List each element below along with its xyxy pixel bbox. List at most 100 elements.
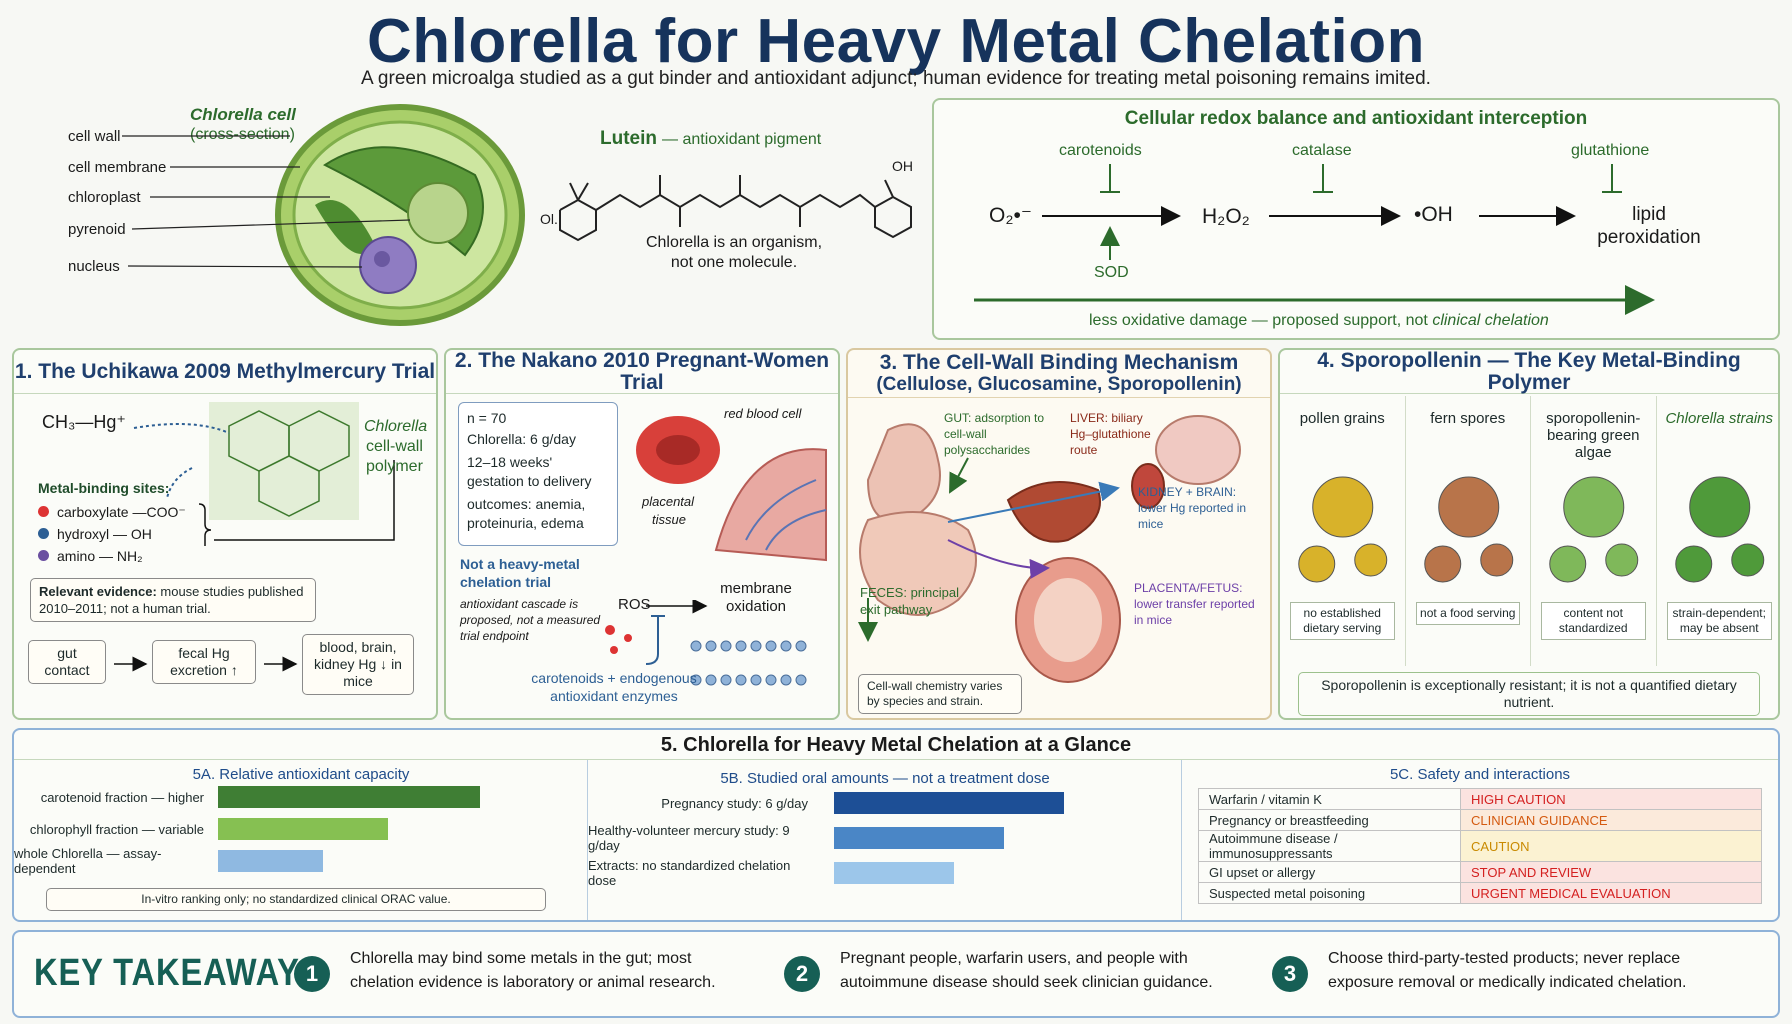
stat-duration: 12–18 weeks' gestation to delivery (467, 454, 592, 489)
spore-illustration-icon (1674, 476, 1764, 583)
species-note: Cell-wall chemistry varies by species an… (858, 674, 1022, 714)
spore-column-1: pollen grains no established dietary serv… (1280, 396, 1406, 666)
key-takeaways-panel: KEY TAKEAWAYS 1 Chlorella may bind some … (12, 930, 1780, 1018)
flow-step-1: gut contact (28, 640, 106, 684)
site-amino: amino — NH₂ (38, 548, 143, 564)
not-chelation-1: Not a heavy-metal (460, 556, 580, 572)
section-5c: 5C. Safety and interactions Warfarin / v… (1182, 760, 1778, 920)
panel-3-title: 3. The Cell-Wall Binding Mechanism(Cellu… (848, 350, 1270, 398)
cell-subtitle: (cross-section) (190, 126, 295, 143)
spore-column-4: Chlorella strains strain-dependent; may b… (1657, 396, 1783, 666)
label-pyrenoid: pyrenoid (68, 221, 126, 238)
safety-item: Warfarin / vitamin K (1198, 788, 1461, 810)
cell-title: Chlorella cell (190, 105, 296, 124)
placenta-fetus-label: PLACENTA/FETUS: lower transfer reported … (1134, 581, 1255, 627)
bar-label: chlorophyll fraction — variable (29, 821, 204, 837)
membrane-label-1: membrane (720, 580, 792, 597)
inhibitor-carotenoids: carotenoids (1059, 142, 1142, 159)
inhibitor-catalase: catalase (1292, 142, 1352, 159)
bar-label: Pregnancy study: 6 g/day (661, 795, 808, 811)
cell-illustration-icon (122, 104, 525, 326)
panel-nakano: 2. The Nakano 2010 Pregnant-Women Trial … (444, 348, 840, 720)
polymer-label-1: Chlorella (364, 418, 428, 435)
takeaway-1-number: 1 (294, 956, 330, 992)
label-cell-membrane: cell membrane (68, 159, 167, 176)
cell-diagram: Chlorella cell (cross-section) cell wall… (0, 95, 560, 345)
site-carboxylate: carboxylate —COO⁻ (38, 504, 186, 521)
spore-illustration-icon (1549, 476, 1639, 583)
redox-arrows-icon (974, 164, 1655, 315)
panel-5-title: 5. Chlorella for Heavy Metal Chelation a… (14, 730, 1778, 760)
ros-membrane-icon (605, 600, 807, 686)
takeaway-2-number: 2 (784, 956, 820, 992)
bar-fill (834, 862, 954, 884)
bar-fill (834, 792, 1064, 814)
trial-stats-box: n = 70 Chlorella: 6 g/day 12–18 weeks' g… (458, 402, 618, 546)
carotenoids-label-1: carotenoids + endogenous (531, 670, 697, 686)
species-hydroxyl-radical: •OH (1414, 203, 1453, 226)
spore-note: content not standardized (1541, 602, 1646, 640)
takeaway-1-line-1: Chlorella may bind some metals in the gu… (350, 950, 692, 967)
lutein-oh-label: OH (892, 158, 913, 174)
bar-fill (834, 827, 1005, 849)
spore-name: fern spores (1430, 410, 1506, 427)
redox-title: Cellular redox balance and antioxidant i… (1124, 108, 1588, 129)
lutein-structure-icon (559, 175, 912, 242)
key-takeaways-title: KEY TAKEAWAYS (34, 952, 323, 994)
spore-name: Chlorella strains (1665, 410, 1774, 427)
panel-mechanism: 3. The Cell-Wall Binding Mechanism(Cellu… (846, 348, 1272, 720)
bar-label: Healthy-volunteer mercury study: 9 g/day (588, 823, 790, 853)
redox-footer: less oxidative damage — proposed support… (1089, 312, 1549, 329)
end-lipid: lipid (1632, 204, 1666, 225)
spore-illustration-icon (1423, 476, 1513, 583)
lutein-ol-label: Ol. (540, 211, 558, 227)
polymer-label-3: polymer (366, 458, 423, 475)
takeaway-3-line-2: exposure removal or medically indicated … (1328, 974, 1687, 991)
rbc-placenta-icon (636, 416, 827, 562)
polymer-label-2: cell-wall (366, 438, 423, 455)
spore-note: no established dietary serving (1290, 602, 1395, 640)
bar-fill (218, 818, 389, 840)
flow-step-2: fecal Hg excretion ↑ (152, 640, 256, 684)
safety-level: STOP AND REVIEW (1460, 861, 1762, 883)
spore-note: not a food serving (1415, 602, 1520, 625)
bar-label: Extracts: no standardized chelation dose (588, 858, 791, 888)
spore-column-3: sporopollenin-bearing green algae content… (1531, 396, 1657, 666)
sites-title: Metal-binding sites: (38, 480, 170, 496)
safety-level: CAUTION (1460, 830, 1762, 862)
feces-label: FECES: principal exit pathway (860, 585, 959, 617)
page-subtitle: A green microalga studied as a gut binde… (361, 68, 1431, 89)
safety-level: CLINICIAN GUIDANCE (1460, 809, 1762, 831)
flow-step-3: blood, brain, kidney Hg ↓ in mice (302, 634, 414, 695)
digestive-organs-icon (858, 415, 1241, 683)
spore-name: pollen grains (1299, 410, 1385, 427)
evidence-box: Relevant evidence: mouse studies publish… (30, 578, 316, 622)
spores-grid: pollen grains no established dietary serv… (1280, 396, 1782, 674)
spore-name: sporopollenin-bearing green algae (1546, 410, 1641, 461)
label-chloroplast: chloroplast (68, 189, 141, 206)
sporopollenin-footer: Sporopollenin is exceptionally resistant… (1298, 672, 1760, 716)
kidney-brain-label: KIDNEY + BRAIN: lower Hg reported in mic… (1138, 485, 1247, 531)
spore-note: strain-dependent; may be absent (1666, 602, 1772, 640)
panel-1-title: 1. The Uchikawa 2009 Methylmercury Trial (14, 350, 436, 394)
placenta-label-1: placental (642, 494, 695, 509)
ros-label: ROS (618, 596, 651, 613)
end-peroxidation: peroxidation (1597, 227, 1701, 248)
blue-dot-icon (38, 528, 49, 539)
lutein-note-2: not one molecule. (670, 254, 798, 271)
liver-label: LIVER: biliary Hg–glutathione route (1070, 411, 1151, 457)
species-hydrogen-peroxide: H₂O₂ (1202, 205, 1250, 228)
safety-level: HIGH CAUTION (1460, 788, 1762, 810)
redox-panel: Cellular redox balance and antioxidant i… (932, 98, 1780, 340)
lutein-subtitle: — antioxidant pigment (662, 131, 822, 148)
takeaway-2-line-2: autoimmune disease should seek clinician… (840, 974, 1213, 991)
page-title: Chlorella for Heavy Metal Chelation (367, 7, 1425, 76)
panel-glance: 5. Chlorella for Heavy Metal Chelation a… (12, 728, 1780, 922)
takeaway-1-line-2: chelation evidence is laboratory or anim… (350, 974, 716, 991)
